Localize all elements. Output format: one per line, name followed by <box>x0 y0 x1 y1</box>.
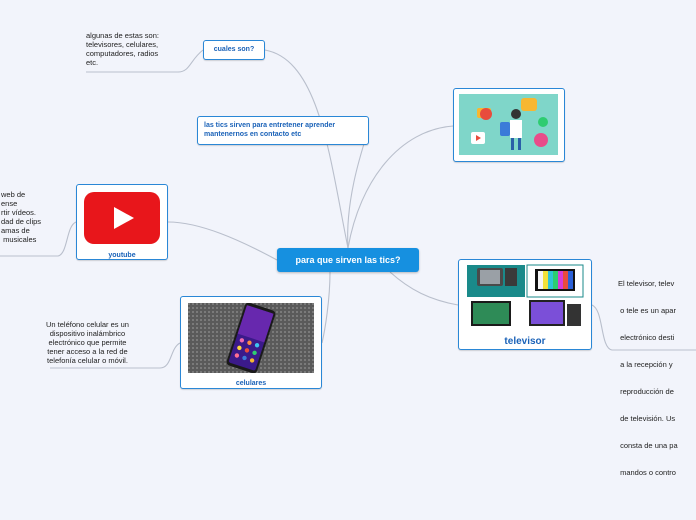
topic-label: cuales son? <box>213 46 255 53</box>
topic-label: televisor <box>504 336 546 347</box>
note-line: a la recepción y <box>618 360 673 369</box>
topic-televisor[interactable]: televisor <box>458 259 592 350</box>
note-line: reproducción de <box>618 387 674 396</box>
note-line: Un teléfono celular es un <box>46 320 129 329</box>
connector-note-youtube <box>0 221 77 257</box>
play-icon <box>114 207 134 229</box>
phone-photo <box>188 302 314 374</box>
note-line: dad de clips <box>1 217 42 226</box>
topic-youtube[interactable]: youtube <box>76 184 168 260</box>
note-line: electrónico desti <box>618 333 675 342</box>
youtube-logo-icon <box>84 192 160 244</box>
televisor-collage <box>465 264 585 330</box>
topic-cuales-son[interactable]: cuales son? <box>203 40 265 60</box>
connector-note-celulares <box>50 342 181 369</box>
note-line: computadores, radios <box>86 49 159 58</box>
note-televisor: El televisor, telev o tele es un apar el… <box>618 261 696 495</box>
topic-entretener[interactable]: las tics sirven para entretener aprender… <box>197 116 369 145</box>
connector-youtube <box>167 221 278 261</box>
note-line: de televisión. Us <box>618 414 676 423</box>
note-line: web de <box>1 190 26 199</box>
note-line: ense <box>1 199 18 208</box>
note-line: algunas de estas son: <box>86 31 159 40</box>
note-line: rtir vídeos. <box>1 208 37 217</box>
topic-celulares[interactable]: celulares <box>180 296 322 389</box>
topic-image-tics[interactable] <box>453 88 565 162</box>
note-youtube: web de ense rtir vídeos. dad de clips am… <box>0 190 41 244</box>
note-celulares: Un teléfono celular es un dispositivo in… <box>46 320 129 365</box>
connector-image-top <box>347 125 454 249</box>
connector-note-televisor <box>591 304 696 351</box>
note-line: El televisor, telev <box>618 279 675 288</box>
note-line: televisores, celulares, <box>86 40 159 49</box>
note-line: electrónico que permite <box>48 338 127 347</box>
note-line: tener acceso a la red de <box>47 347 128 356</box>
note-line: musicales <box>1 235 37 244</box>
note-cuales: algunas de estas son: televisores, celul… <box>86 31 159 67</box>
connector-televisor <box>389 271 459 306</box>
connector-celulares <box>321 271 331 344</box>
note-line: amas de <box>1 226 30 235</box>
topic-label: youtube <box>108 252 136 259</box>
connector-entretener <box>347 130 369 249</box>
note-line: o tele es un apar <box>618 306 676 315</box>
note-line: mandos o contro <box>618 468 676 477</box>
connector-note-cuales <box>86 49 204 73</box>
topic-label: las tics sirven para entretener aprender… <box>204 122 336 138</box>
note-line: consta de una pa <box>618 441 678 450</box>
tics-illustration <box>459 94 558 155</box>
central-topic[interactable]: para que sirven las tics? <box>277 248 419 272</box>
connector-cuales <box>264 49 349 249</box>
topic-label: celulares <box>235 380 267 387</box>
note-line: etc. <box>86 58 99 67</box>
note-line: dispositivo inalámbrico <box>49 329 126 338</box>
note-line: telefonía celular o móvil. <box>47 356 128 365</box>
